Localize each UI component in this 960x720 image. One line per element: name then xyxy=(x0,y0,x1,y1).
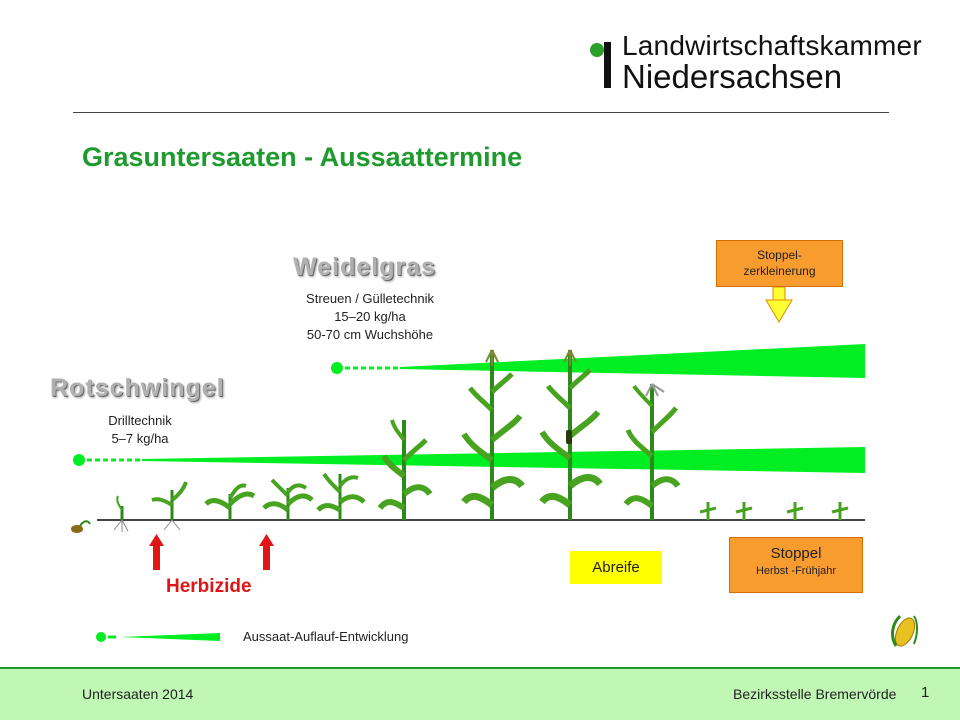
stoppel-subtitle: Herbst -Frühjahr xyxy=(755,565,837,577)
rotschwingel-method: Drilltechnik xyxy=(108,413,172,428)
weidelgras-height: 50-70 cm Wuchshöhe xyxy=(306,327,434,342)
herbicide-arrow-2 xyxy=(259,534,274,570)
rotschwingel-rate: 5–7 kg/ha xyxy=(111,431,169,446)
stoppel-arrow xyxy=(765,286,793,323)
maize-plant-tall-2 xyxy=(539,349,603,520)
maize-plant-medium xyxy=(377,419,433,520)
header-divider xyxy=(73,112,889,113)
herbicide-arrow-1 xyxy=(149,534,164,570)
logo-line2: Niedersachsen xyxy=(622,58,843,95)
footer-left: Untersaaten 2014 xyxy=(82,686,194,702)
weidelgras-rate: 15–20 kg/ha xyxy=(334,309,406,324)
logo-line1: Landwirtschaftskammer xyxy=(622,30,922,61)
maize-seedling-1 xyxy=(113,495,129,532)
legend-label: Aussaat-Auflauf-Entwicklung xyxy=(243,629,409,644)
logo-icon xyxy=(590,42,611,88)
weidelgras-bar xyxy=(331,344,865,378)
footer-right: Bezirksstelle Bremervörde xyxy=(733,686,897,702)
herbizide-label: Herbizide xyxy=(166,576,252,597)
stoppel-box: Stoppel Herbst -Frühjahr xyxy=(729,537,863,593)
weidelgras-label: Weidelgras xyxy=(293,253,436,281)
page-number: 1 xyxy=(921,684,930,701)
maize-cob-icon xyxy=(891,614,918,647)
weidelgras-info: Streuen / Gülletechnik 15–20 kg/ha 50-70… xyxy=(270,290,470,344)
stoppelzerkleinerung-line2: zerkleinerung xyxy=(743,264,816,278)
stubble-plants xyxy=(699,502,849,520)
stoppelzerkleinerung-box: Stoppel- zerkleinerung xyxy=(716,240,843,287)
maize-seedling-2 xyxy=(151,481,188,531)
page-title: Grasuntersaaten - Aussaattermine xyxy=(82,142,523,172)
maize-young-plant-2 xyxy=(262,478,314,520)
seed-icon xyxy=(71,520,91,533)
weidelgras-method: Streuen / Gülletechnik xyxy=(306,291,434,306)
abreife-box: Abreife xyxy=(570,551,662,584)
stoppel-title: Stoppel xyxy=(770,545,822,562)
stoppelzerkleinerung-line1: Stoppel- xyxy=(757,248,802,262)
rotschwingel-info: Drilltechnik 5–7 kg/ha xyxy=(80,412,200,448)
footer-bar xyxy=(0,667,960,720)
abreife-label: Abreife xyxy=(592,559,640,576)
maize-plant-tall-1 xyxy=(461,349,525,520)
maize-young-plant-3 xyxy=(316,472,366,520)
rotschwingel-bar xyxy=(73,447,865,473)
legend-bar xyxy=(96,632,220,642)
maize-young-plant-1 xyxy=(204,483,256,520)
rotschwingel-label: Rotschwingel xyxy=(50,374,225,402)
maize-plant-ripening xyxy=(623,383,681,520)
